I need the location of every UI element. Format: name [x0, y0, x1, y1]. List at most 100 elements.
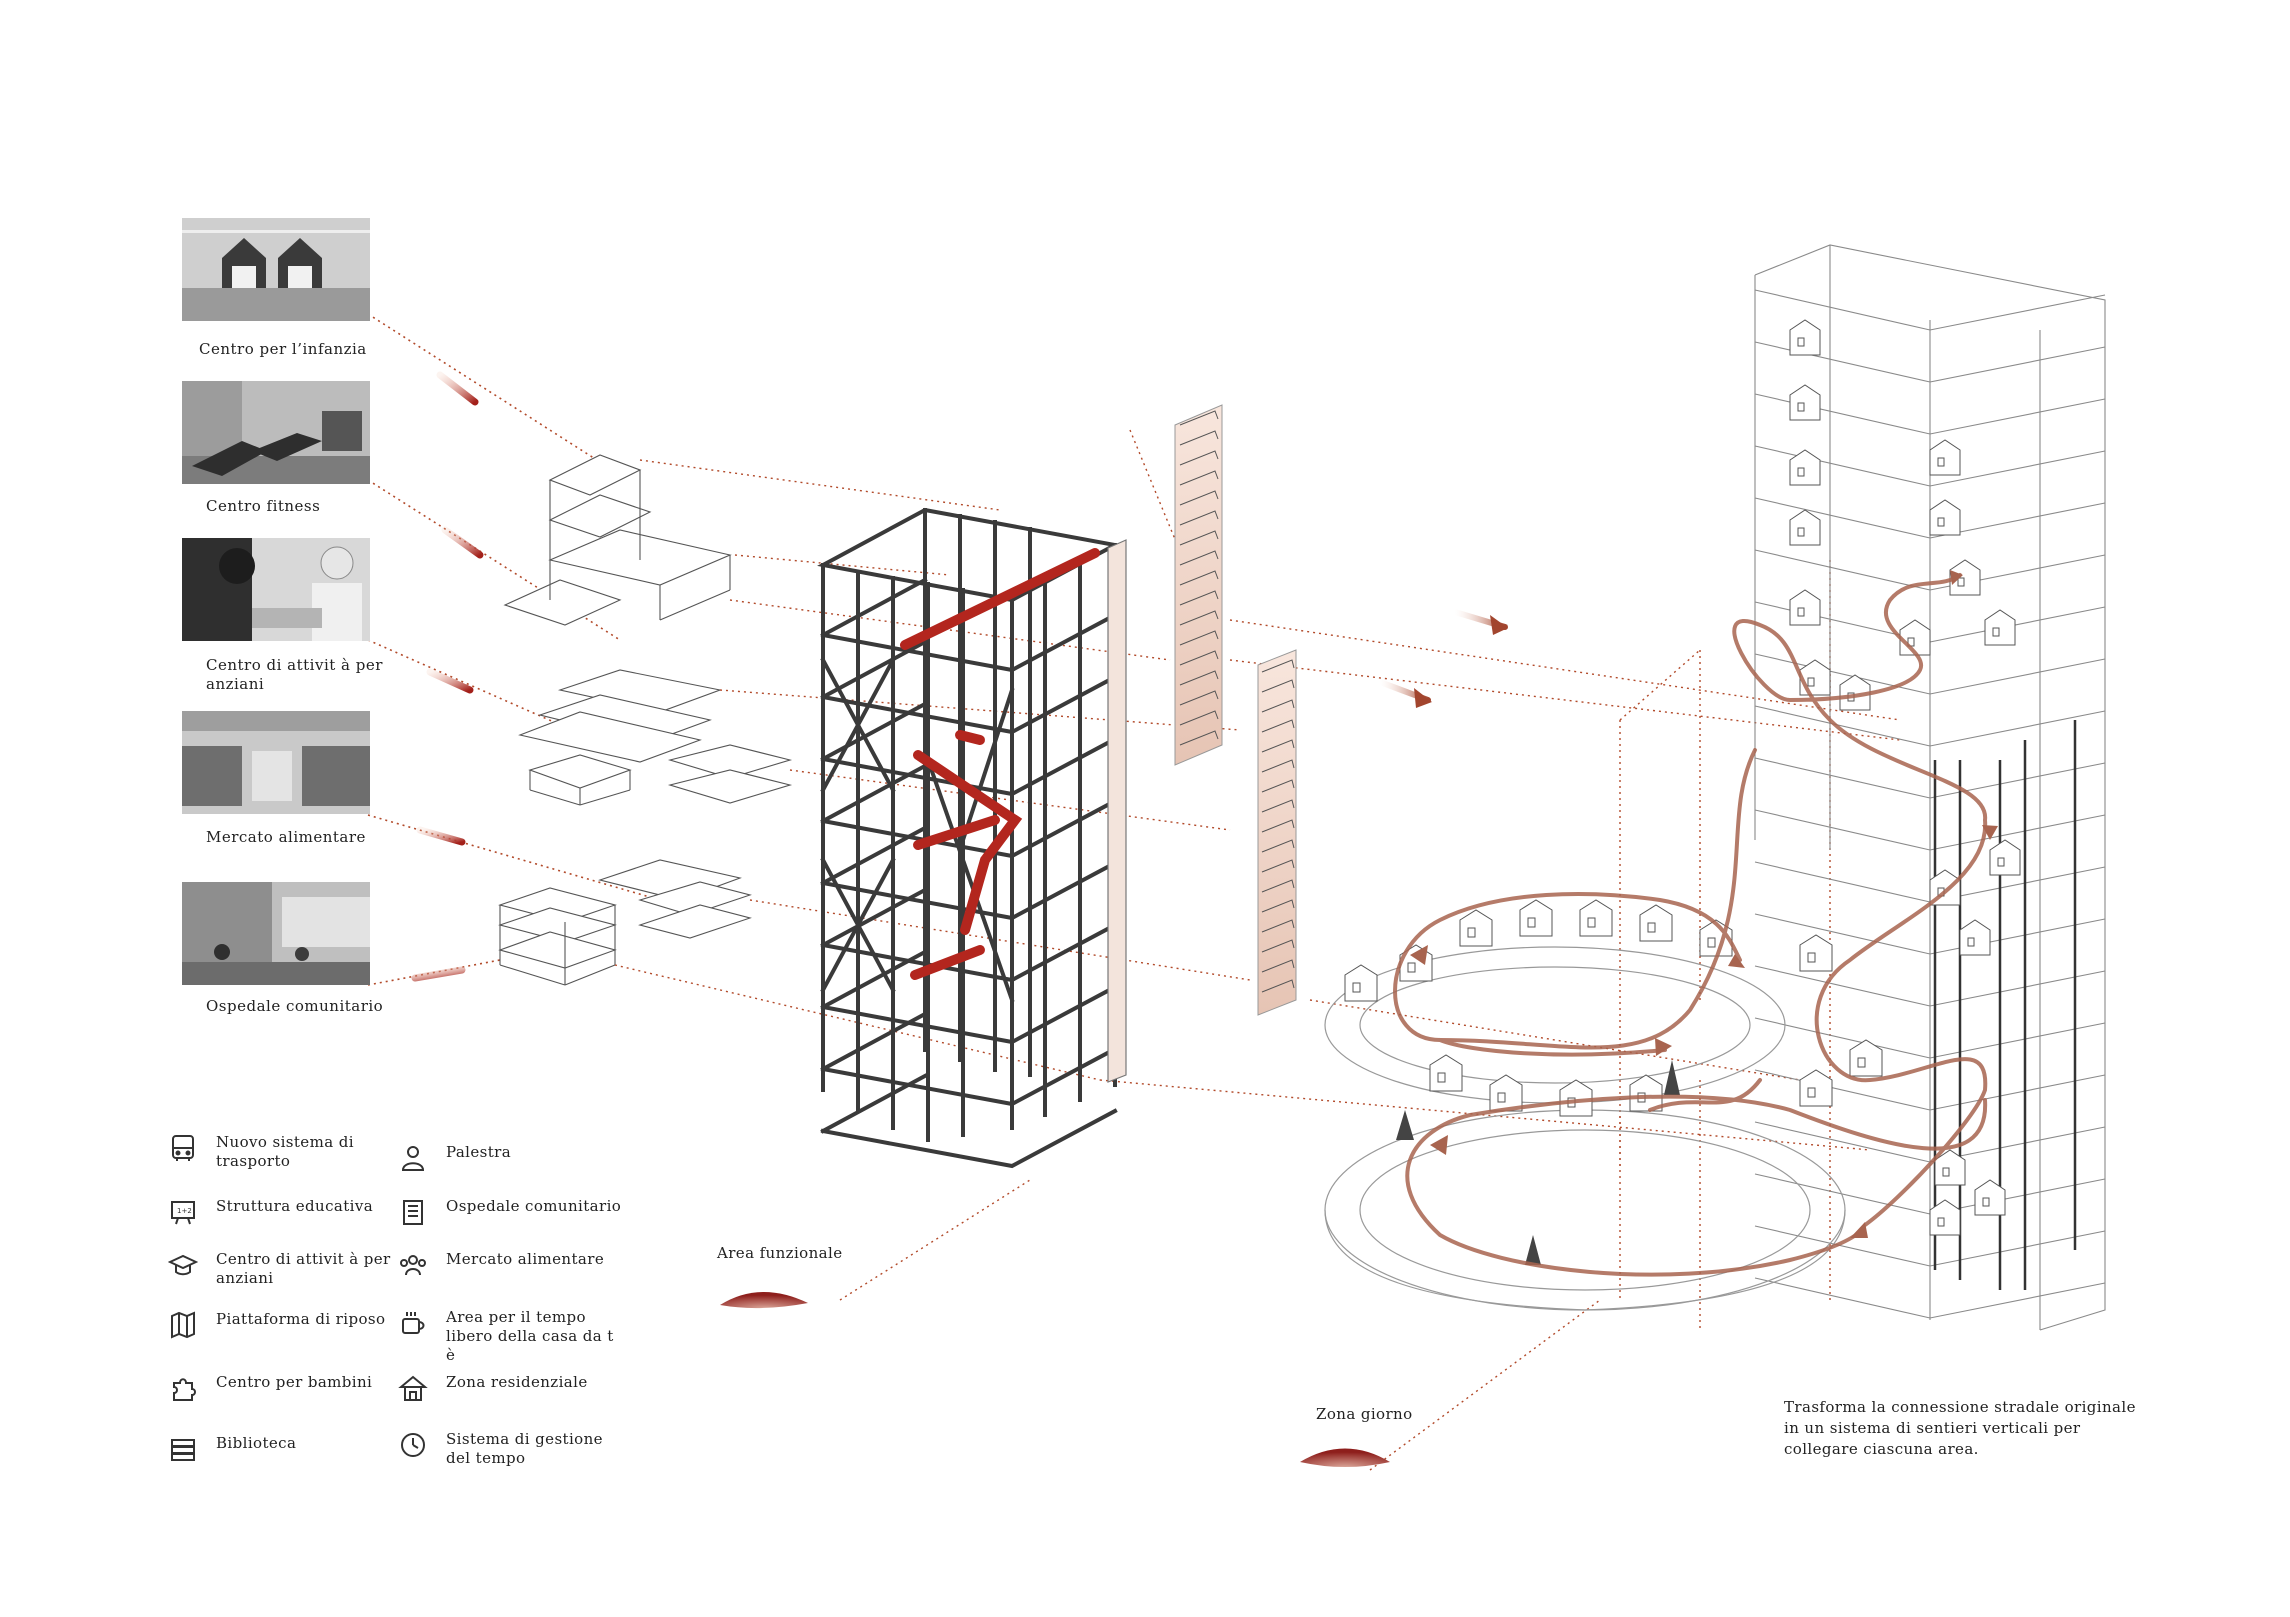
stair-step: [1261, 699, 1295, 713]
stair-step: [1179, 590, 1219, 606]
house-window: [1437, 1072, 1446, 1083]
photo-centro-anziani: [182, 538, 370, 641]
circulation-path: [1393, 573, 1988, 1277]
stair-step: [1261, 879, 1295, 893]
legend-label: Palestra: [446, 1143, 512, 1161]
house-window: [1497, 1092, 1506, 1103]
house-window: [1942, 1167, 1950, 1177]
legend-item-biblioteca: Biblioteca: [168, 1434, 296, 1464]
house-unit: [1579, 899, 1613, 937]
volume-connector-lines: [614, 429, 1901, 1471]
stair-step: [1179, 470, 1219, 486]
stair-step: [1261, 839, 1295, 853]
house-window: [1997, 857, 2005, 867]
house-window: [1807, 1087, 1816, 1098]
legend-label: Mercato alimentare: [446, 1250, 605, 1268]
frame-floor-edge: [820, 887, 928, 948]
stair-step: [1179, 730, 1219, 746]
house-unit: [1559, 1079, 1593, 1117]
frame-floor-ring: [820, 922, 1118, 983]
house-unit: [1459, 909, 1493, 947]
house-unit: [1959, 919, 1991, 956]
tower-floor-line: [1754, 1017, 2106, 1059]
frame-floor-ring: [820, 984, 1118, 1045]
tower-floor-line: [1754, 757, 2106, 799]
legend-item-ospedale: Ospedale comunitario: [398, 1197, 621, 1227]
tower-houses: [1789, 319, 2021, 1236]
flow-arrows: [1377, 609, 1508, 708]
legend-label: Struttura educativa: [216, 1197, 374, 1215]
house-window: [1797, 607, 1805, 617]
residential-tower: [1754, 244, 2106, 1331]
house-window: [1957, 577, 1965, 587]
house-window: [1937, 457, 1945, 467]
stair-step: [1261, 779, 1295, 793]
coffee-cup-icon: [398, 1308, 428, 1338]
stair-step: [1261, 759, 1295, 773]
house-window: [1707, 937, 1716, 948]
stair-panels: [1174, 404, 1297, 1016]
legend-label: Biblioteca: [216, 1434, 297, 1452]
photo-centro-infanzia: [182, 218, 370, 321]
clock-icon: [398, 1430, 428, 1460]
house-unit: [1789, 589, 1821, 626]
photo-label-centro-anziani: Centro di attivit à per anziani: [206, 656, 383, 693]
legend-label: Nuovo sistema di trasporto: [216, 1133, 354, 1170]
stair-step: [1261, 719, 1295, 733]
caption-zona-giorno: Zona giorno: [1316, 1405, 1413, 1423]
legend-item-trasporto: Nuovo sistema di trasporto: [168, 1133, 396, 1171]
tower-floor-line: [1754, 965, 2106, 1007]
legend-item-tempo-libero: Area per il tempo libero della casa da t…: [398, 1308, 626, 1365]
house-window: [1587, 917, 1596, 928]
stair-step: [1179, 430, 1219, 446]
frame-floor-ring: [820, 860, 1118, 921]
house-window: [1797, 402, 1805, 412]
path-arrowheads: [1410, 570, 1998, 1238]
stair-step: [1179, 490, 1219, 506]
stair-step: [1261, 939, 1295, 953]
stair-step: [1179, 690, 1219, 706]
stair-step: [1261, 659, 1295, 673]
house-unit: [1789, 509, 1821, 546]
tower-floor-line: [1754, 1277, 2106, 1319]
tower-floor-line: [1754, 913, 2106, 955]
legend-label: Sistema di gestione del tempo: [446, 1430, 603, 1467]
bus-icon: [168, 1133, 198, 1163]
tower-floor-line: [1754, 1225, 2106, 1267]
house-unit: [1789, 384, 1821, 421]
tower-floor-line: [1754, 705, 2106, 747]
stair-step: [1261, 899, 1295, 913]
stair-step: [1261, 799, 1295, 813]
house-unit: [1899, 619, 1931, 656]
house-window: [1807, 677, 1815, 687]
house-window: [1797, 467, 1805, 477]
stair-step: [1261, 979, 1295, 993]
stair-step: [1179, 570, 1219, 586]
frame-floor-edge: [820, 577, 928, 638]
house-unit: [1639, 904, 1673, 942]
steel-frame: [817, 507, 1121, 1169]
tower-floor-line: [1754, 289, 2106, 331]
legend-item-mercato: Mercato alimentare: [398, 1250, 604, 1280]
photo-ospedale-comunitario: [182, 882, 370, 985]
stair-step: [1179, 510, 1219, 526]
stair-step: [1179, 710, 1219, 726]
house-unit: [1429, 1054, 1463, 1092]
frame-floor-ring: [820, 674, 1118, 735]
house-unit: [1984, 609, 2016, 646]
photo-label-centro-fitness: Centro fitness: [206, 497, 321, 515]
blackboard-icon: 1+2: [168, 1197, 198, 1227]
house-unit: [1929, 499, 1961, 536]
frame-floor-edge: [820, 701, 928, 762]
legend-label: Piattaforma di riposo: [216, 1310, 386, 1328]
graduation-cap-icon: [167, 1250, 199, 1280]
frame-floor-ring: [820, 1046, 1118, 1107]
frame-floor-ring: [820, 1108, 1118, 1169]
legend-item-educativa: 1+2 Struttura educativa: [168, 1197, 373, 1227]
photo-mercato-alimentare: [182, 711, 370, 814]
legend-item-gestione-tempo: Sistema di gestione del tempo: [398, 1430, 626, 1468]
legend-item-palestra: Palestra: [398, 1143, 511, 1173]
house-window: [1797, 527, 1805, 537]
house-icon: [398, 1373, 428, 1403]
stair-step: [1179, 650, 1219, 666]
